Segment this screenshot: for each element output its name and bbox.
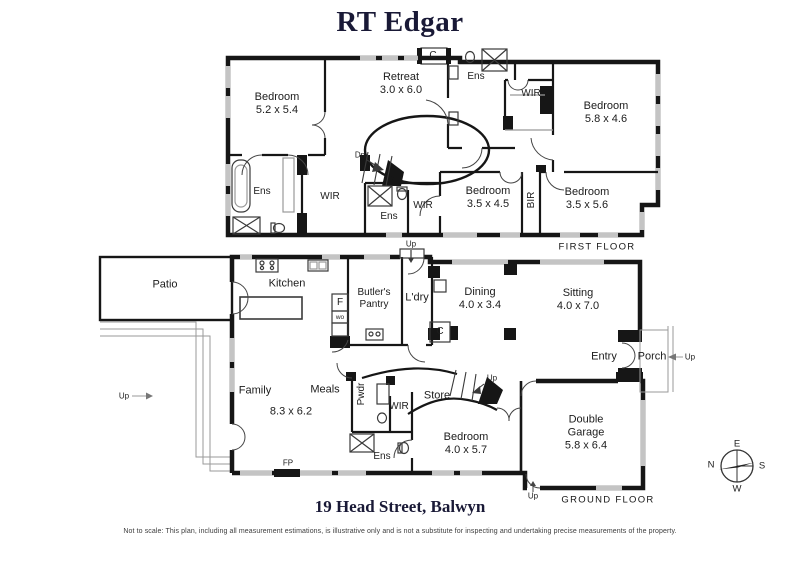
room-label-ens: Ens: [253, 186, 271, 198]
room-label-ens: Ens: [373, 451, 391, 463]
room-label-ens: Ens: [380, 211, 398, 223]
room-label-store: Store: [423, 389, 451, 402]
room-label-wir: WIR: [521, 88, 541, 100]
annotation-wo: wo: [335, 314, 345, 322]
compass-north-label: N: [707, 459, 715, 471]
brand-title: RT Edgar: [336, 6, 464, 38]
room-label-entry: Entry: [591, 350, 617, 363]
room-label-porch: Porch: [637, 350, 667, 363]
annotation-c: C: [436, 326, 444, 338]
first-floor-plan: [225, 47, 661, 238]
room-label-l-dry: L'dry: [405, 291, 429, 304]
floor-caption-ground: GROUND FLOOR: [561, 494, 655, 506]
annotation-up: Up: [527, 491, 539, 501]
room-label-bir: BIR: [526, 191, 538, 209]
property-address: 19 Head Street, Balwyn: [314, 497, 486, 516]
floor-caption-first: FIRST FLOOR: [558, 241, 636, 253]
annotation-up: Up: [118, 391, 130, 401]
room-label-meals: Meals: [310, 383, 340, 396]
ground-floor-plan: [98, 248, 683, 492]
annotation-up: Up: [486, 373, 498, 383]
room-label-8-3-x-6-2: 8.3 x 6.2: [269, 405, 313, 418]
room-label-pwdr: Pwdr: [356, 382, 368, 406]
compass-south-label: S: [758, 460, 766, 472]
room-label-kitchen: Kitchen: [268, 277, 306, 290]
compass-east-label: E: [733, 438, 741, 450]
room-label-wir: WIR: [320, 191, 340, 203]
room-label-ens: Ens: [467, 71, 485, 83]
annotation-f: F: [336, 297, 344, 309]
annotation-fp: FP: [282, 458, 294, 468]
annotation-up: Up: [684, 352, 696, 362]
compass-west-label: W: [732, 483, 742, 495]
compass-rose: [719, 449, 754, 483]
annotation-c: C: [429, 50, 437, 62]
room-label-wir: WIR: [389, 401, 409, 413]
annotation-up: Up: [405, 239, 417, 249]
disclaimer-text: Not to scale: This plan, including all m…: [123, 528, 677, 535]
room-label-patio: Patio: [152, 278, 178, 291]
room-label-wir: WIR: [413, 200, 433, 212]
annotation-dn: Dn: [354, 150, 366, 160]
room-label-family: Family: [238, 384, 272, 397]
